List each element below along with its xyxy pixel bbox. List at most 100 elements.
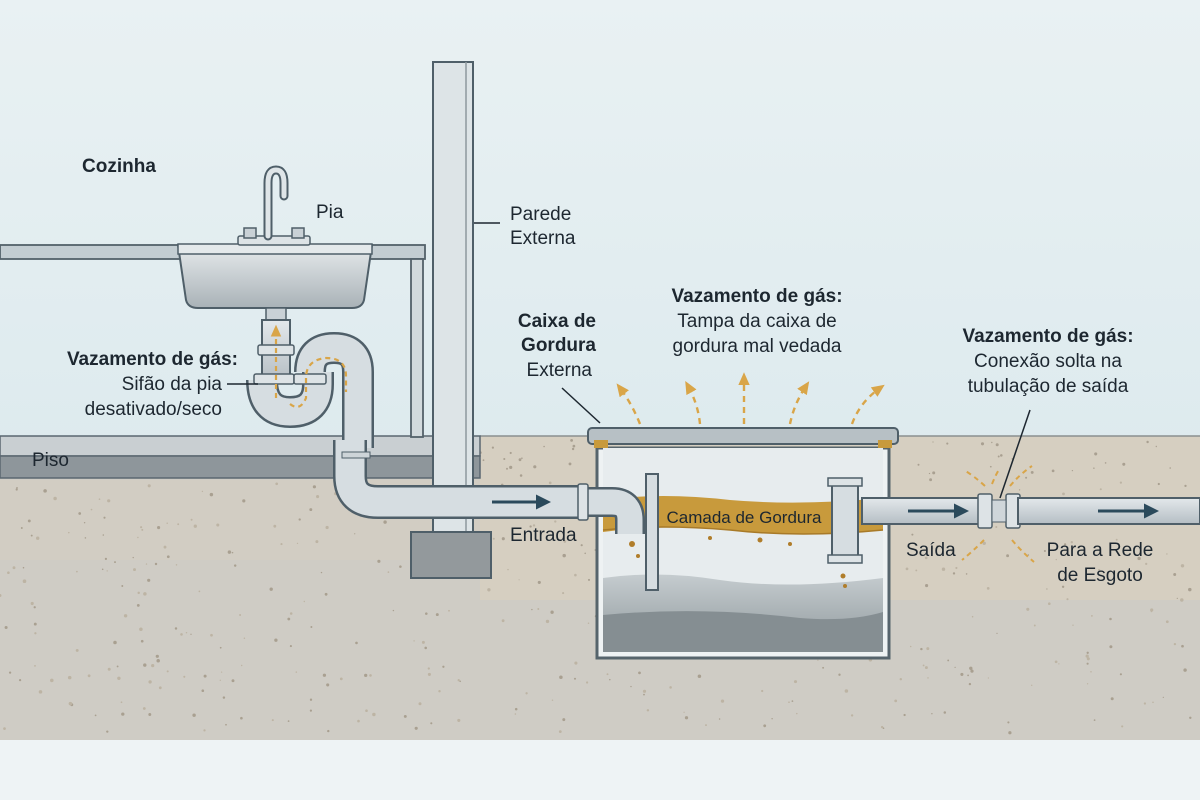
soil-speckle [117, 676, 121, 681]
soil-speckle [274, 638, 278, 642]
soil-speckle [574, 573, 577, 577]
soil-speckle [571, 447, 575, 451]
soil-speckle [133, 568, 136, 572]
soil-speckle [543, 445, 545, 448]
grease-layer [603, 496, 883, 534]
soil-speckle [1094, 452, 1098, 456]
soil-speckle [142, 707, 146, 710]
soil-speckle [68, 701, 73, 706]
soil-speckle [427, 672, 431, 676]
soil-speckle [506, 467, 508, 470]
soil-speckle [269, 587, 273, 591]
soil-speckle [427, 667, 430, 670]
soil-speckle [850, 714, 854, 717]
soil-speckle [1093, 719, 1096, 721]
soil-speckle [68, 531, 70, 534]
soil-speckle [529, 525, 532, 528]
sink [176, 243, 374, 323]
soil-speckle [1119, 673, 1122, 676]
bottom-band [0, 740, 1200, 800]
soil-speckle [220, 671, 223, 673]
soil-speckle [414, 726, 418, 730]
soil-speckle [201, 689, 205, 693]
soil-speckle [580, 544, 583, 547]
soil-speckle [15, 488, 18, 491]
soil-speckle [325, 525, 329, 530]
soil-speckle [1137, 556, 1141, 561]
soil-speckle [430, 722, 433, 725]
soil-speckle [587, 622, 590, 625]
soil-speckle [365, 709, 368, 713]
soil-speckle [1091, 615, 1093, 617]
soil-speckle [34, 632, 37, 635]
soil-speckle [788, 701, 790, 704]
soil-speckle [1030, 470, 1034, 474]
soil-speckle [1097, 568, 1101, 572]
soil-speckle [518, 579, 520, 581]
soil-speckle [383, 520, 387, 524]
soil-speckle [951, 548, 955, 553]
soil-speckle [201, 490, 204, 493]
soil-speckle [669, 686, 672, 689]
soil-speckle [192, 713, 196, 717]
soil-speckle [584, 552, 586, 555]
soil-speckle [22, 566, 25, 569]
soil-speckle [38, 690, 43, 694]
soil-speckle [531, 608, 533, 611]
soil-speckle [971, 615, 974, 618]
soil-speckle [151, 663, 155, 668]
soil-speckle [562, 553, 566, 558]
soil-speckle [339, 677, 343, 681]
soil-speckle [796, 712, 798, 715]
soil-speckle [413, 640, 415, 642]
soil-speckle [1180, 598, 1184, 602]
grease-trap-lid [587, 427, 899, 445]
soil-speckle [920, 647, 923, 651]
soil-speckle [880, 725, 884, 729]
soil-speckle [139, 627, 143, 632]
soil-speckle [997, 455, 1000, 458]
soil-speckle [143, 663, 147, 667]
soil-speckle [986, 587, 990, 590]
soil-speckle [198, 590, 201, 593]
outlet-joint-gas-leak [961, 465, 1035, 563]
soil-speckle [219, 679, 221, 681]
soil-speckle [537, 608, 540, 610]
soil-speckle [1188, 587, 1192, 592]
soil-speckle [487, 588, 491, 592]
soil-speckle [67, 675, 72, 680]
soil-speckle [960, 672, 964, 676]
soil-speckle [87, 674, 91, 678]
soil-speckle [157, 526, 161, 530]
soil-speckle [932, 471, 936, 475]
soil-speckle [209, 492, 214, 497]
soil-speckle [103, 516, 106, 519]
soil-speckle [899, 678, 902, 681]
soil-speckle [573, 677, 577, 680]
soil-speckle [1086, 662, 1089, 665]
soil-speckle [501, 619, 505, 623]
outlet-label: Saída [906, 540, 956, 561]
soil-speckle [1061, 585, 1065, 588]
soil-speckle [684, 716, 689, 720]
soil-speckle [113, 640, 117, 645]
soil-speckle [76, 570, 78, 573]
sewer-label-line2: de Esgoto [1057, 565, 1143, 586]
soil-speckle [927, 677, 929, 679]
soil-speckle [941, 567, 946, 571]
soil-speckle [219, 646, 222, 649]
soil-speckle [140, 639, 144, 643]
soil-speckle [280, 543, 283, 546]
soil-speckle [519, 474, 523, 477]
soil-speckle [8, 671, 12, 674]
soil-speckle [1169, 467, 1171, 469]
soil-speckle [1046, 588, 1048, 590]
soil-speckle [1006, 554, 1010, 558]
soil-speckle [403, 714, 407, 718]
soil-speckle [20, 527, 23, 529]
soil-speckle [145, 563, 148, 565]
soil-speckle [225, 723, 227, 726]
soil-speckle [507, 568, 509, 571]
soil-speckle [123, 614, 128, 618]
soil-speckle [143, 592, 147, 596]
